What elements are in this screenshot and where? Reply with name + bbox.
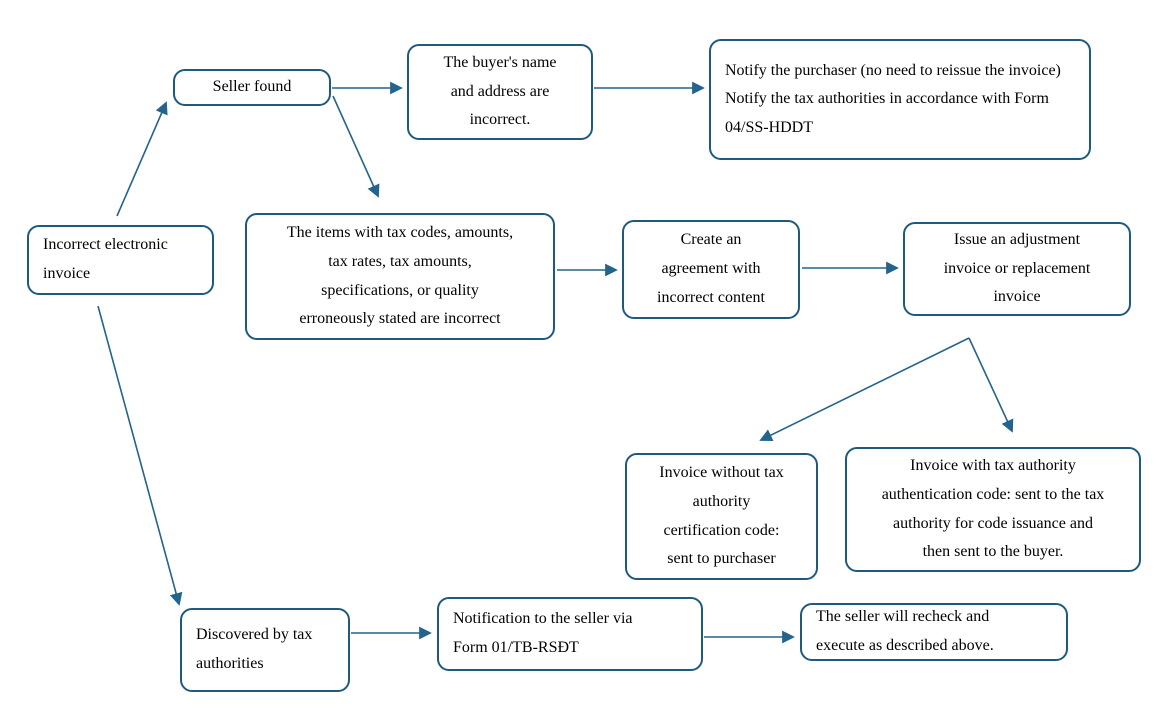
node-discovered-by-tax-authorities: Discovered by tax authorities — [180, 608, 350, 692]
edge-seller-found-to-items-incorrect — [332, 95, 380, 198]
edge-issue-adjustment-to-invoice-without-code — [759, 337, 970, 441]
node-notification-form: Notification to the seller via Form 01/T… — [437, 597, 703, 671]
node-create-agreement: Create an agreement with incorrect conte… — [622, 220, 800, 319]
edge-issue-adjustment-to-invoice-with-code — [968, 337, 1014, 433]
edge-incorrect-invoice-to-discovered-by-tax — [97, 305, 183, 606]
node-buyer-name-incorrect: The buyer's name and address are incorre… — [407, 44, 593, 140]
node-invoice-with-tax-code: Invoice with tax authority authenticatio… — [845, 447, 1141, 572]
node-incorrect-electronic-invoice: Incorrect electronic invoice — [27, 225, 214, 295]
node-items-incorrect: The items with tax codes, amounts, tax r… — [245, 213, 555, 340]
node-issue-adjustment-invoice: Issue an adjustment invoice or replaceme… — [903, 222, 1131, 316]
node-invoice-without-tax-code: Invoice without tax authority certificat… — [625, 453, 818, 580]
node-seller-recheck: The seller will recheck and execute as d… — [800, 603, 1068, 661]
node-notify-purchaser: Notify the purchaser (no need to reissue… — [709, 39, 1091, 160]
edge-incorrect-invoice-to-seller-found — [116, 101, 168, 217]
node-seller-found: Seller found — [173, 69, 331, 106]
